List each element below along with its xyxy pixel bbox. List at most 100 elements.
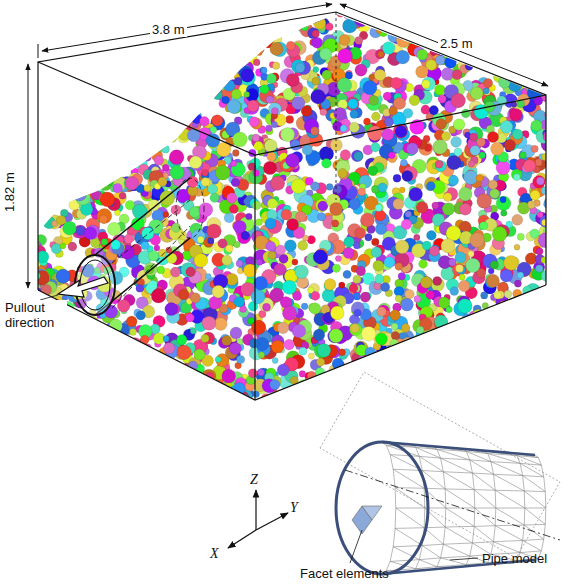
particle (234, 57, 245, 68)
particle (439, 328, 449, 338)
particle (108, 159, 119, 170)
particle (508, 49, 522, 63)
particle (129, 349, 139, 359)
particle (347, 373, 360, 386)
particle (88, 155, 102, 169)
particle (228, 46, 237, 55)
particle (131, 378, 141, 388)
particle (202, 394, 211, 403)
particle (65, 346, 79, 360)
particle (35, 16, 42, 23)
particle (224, 213, 234, 223)
particle (51, 8, 66, 23)
particle (186, 62, 193, 69)
particle (57, 93, 65, 101)
particle (121, 341, 130, 350)
particle (443, 396, 457, 410)
particle (30, 382, 43, 395)
particle (54, 358, 61, 365)
particle (403, 19, 413, 29)
particle (428, 347, 437, 356)
particle (68, 333, 74, 339)
particle (512, 362, 525, 375)
particle (292, 11, 299, 18)
particle (138, 375, 151, 388)
particle (383, 10, 394, 21)
particle (427, 231, 437, 241)
particle (149, 121, 162, 134)
particle (343, 19, 357, 33)
particle (485, 4, 500, 19)
particle (70, 378, 84, 392)
particle (546, 392, 552, 398)
particle (293, 389, 304, 400)
particle (320, 108, 327, 115)
particle (34, 11, 42, 19)
particle (128, 156, 137, 165)
particle (507, 54, 519, 66)
particle (95, 151, 105, 161)
particle (494, 314, 500, 320)
particle (111, 383, 122, 394)
particle (508, 381, 518, 391)
particle (488, 6, 498, 16)
particle (237, 356, 245, 364)
particle (436, 119, 447, 130)
particle (341, 376, 349, 384)
particle (502, 358, 510, 366)
particle (180, 49, 186, 55)
particle (114, 338, 126, 350)
particle (58, 169, 65, 176)
particle (286, 115, 294, 123)
particle (121, 49, 132, 60)
particle (443, 332, 455, 344)
particle (432, 17, 444, 29)
particle (403, 342, 416, 355)
particle (516, 317, 525, 326)
particle (198, 94, 209, 105)
particle (56, 354, 62, 360)
particle (103, 394, 116, 407)
particle (84, 59, 92, 67)
particle (514, 298, 520, 304)
particle (35, 371, 47, 383)
particle (421, 343, 431, 353)
particle (89, 359, 103, 373)
particle (537, 63, 549, 75)
particle (136, 134, 146, 144)
particle (89, 32, 98, 41)
particle (31, 113, 44, 126)
particle (407, 387, 420, 400)
particle (168, 81, 175, 88)
particle (100, 365, 112, 377)
particle (46, 376, 59, 389)
particle (141, 60, 153, 72)
particle (503, 373, 510, 380)
particle (89, 61, 104, 76)
particle (81, 130, 87, 136)
particle (50, 101, 60, 111)
particle (290, 387, 300, 397)
particle (51, 358, 63, 370)
particle (503, 335, 511, 343)
particle (189, 13, 199, 23)
particle (100, 333, 113, 346)
particle (474, 324, 485, 335)
particle (166, 125, 173, 132)
particle (504, 314, 516, 326)
particle (514, 244, 520, 250)
particle (419, 349, 430, 360)
particle (234, 397, 246, 409)
particle (162, 50, 175, 63)
particle (466, 157, 478, 169)
particle (483, 13, 492, 22)
particle (531, 145, 538, 152)
particle (449, 345, 462, 358)
particle (110, 12, 122, 24)
particle (88, 155, 99, 166)
particle (510, 387, 517, 394)
particle (71, 114, 78, 121)
particle (392, 6, 400, 14)
particle (62, 54, 73, 65)
particle (546, 34, 554, 42)
